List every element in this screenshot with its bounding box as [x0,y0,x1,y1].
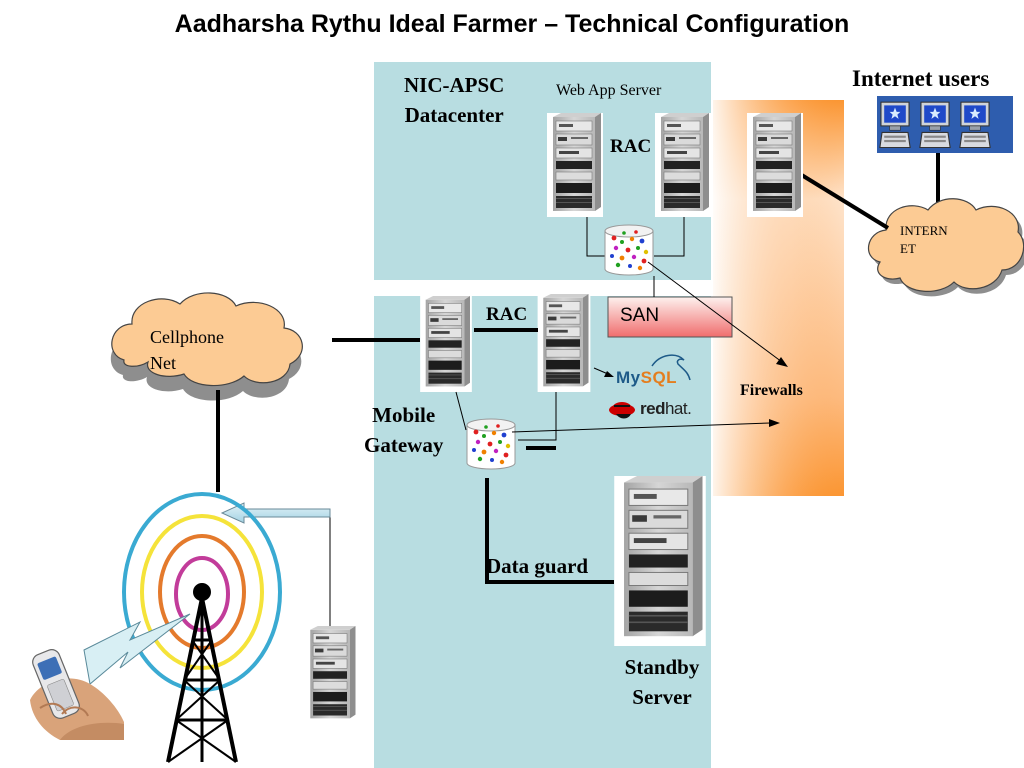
rac-label-top: RAC [610,136,652,157]
storage-firewall-arrowhead-2 [769,419,780,427]
standby-server-label: Standby Server [604,652,720,712]
gateway-mysql-arrowhead [604,371,614,377]
datacenter-label-line2: Datacenter [404,103,504,127]
standby-server-label-line2: Server [632,685,692,709]
datacenter-label: NIC-APSC Datacenter [404,70,504,130]
storage-firewall-arrowhead [776,357,788,367]
gateway2-storage-link [518,392,557,441]
hand-phone-icon [30,649,124,740]
bts-server[interactable] [304,626,358,724]
web-app-server-label: Web App Server [556,82,662,99]
cellphone-net-label-line2: Net [150,353,176,373]
redhat-logo-part1: red [640,399,665,418]
mobile-gateway-server-1[interactable] [419,296,473,392]
mysql-logo-part1: My [616,368,641,387]
cell-tower-icon [166,583,238,763]
user-computer-icon-3 [959,101,991,149]
redhat-logo: redhat. [640,399,692,419]
san-storage-top[interactable] [604,224,654,276]
storage-firewall-arrow-2 [511,422,771,433]
data-guard-link [485,478,614,584]
cellphone-net-label: Cellphone Net [150,324,224,376]
web-server2-storage-link [654,217,685,257]
mysql-dolphin-icon [651,354,691,381]
internet-cloud-label: INTERNET [900,223,948,256]
standby-server-label-line1: Standby [624,655,700,679]
internet-users-label: Internet users [852,66,990,91]
mysql-logo: MySQL [616,368,677,388]
gateway-storage[interactable] [466,418,516,470]
user-computer-icon-2 [919,101,951,149]
cellphone-net-cloud [110,292,303,401]
firewall-internet-link [798,172,890,230]
signal-arrow [220,502,331,524]
mobile-gateway-label-line2: Gateway [364,433,444,457]
datacenter-zone-top [374,62,711,280]
signal-bolt-icon [83,613,191,685]
mobile-gateway-label-line1: Mobile [372,403,436,427]
cellphone-net-label-line1: Cellphone [150,327,224,347]
redhat-logo-part2: hat. [664,399,692,418]
diagram-title: Aadharsha Rythu Ideal Farmer – Technical… [174,10,850,38]
user-computer-icon-1 [879,101,911,149]
datacenter-label-line1: NIC-APSC [404,73,505,97]
standby-server[interactable] [613,476,707,646]
san-box[interactable] [607,296,733,338]
data-guard-label: Data guard [486,554,589,578]
mysql-logo-part2: SQL [640,368,678,387]
mobile-gateway-label: Mobile Gateway [364,400,443,460]
storage-firewall-arrow [647,261,783,363]
mobile-gateway-server-2[interactable] [537,294,591,392]
internet-cloud [867,198,1024,297]
web-app-server-1[interactable] [546,113,604,217]
gateway1-storage-link [455,391,467,431]
web-server1-storage-link [586,217,606,257]
redhat-shadowman-icon [609,402,635,419]
gateway-mysql-arrow [593,367,609,375]
san-label: SAN [620,305,660,326]
rac-label-middle: RAC [486,304,528,325]
web-app-server-2[interactable] [654,113,712,217]
firewall-server[interactable] [746,113,804,217]
firewalls-label: Firewalls [740,382,803,399]
